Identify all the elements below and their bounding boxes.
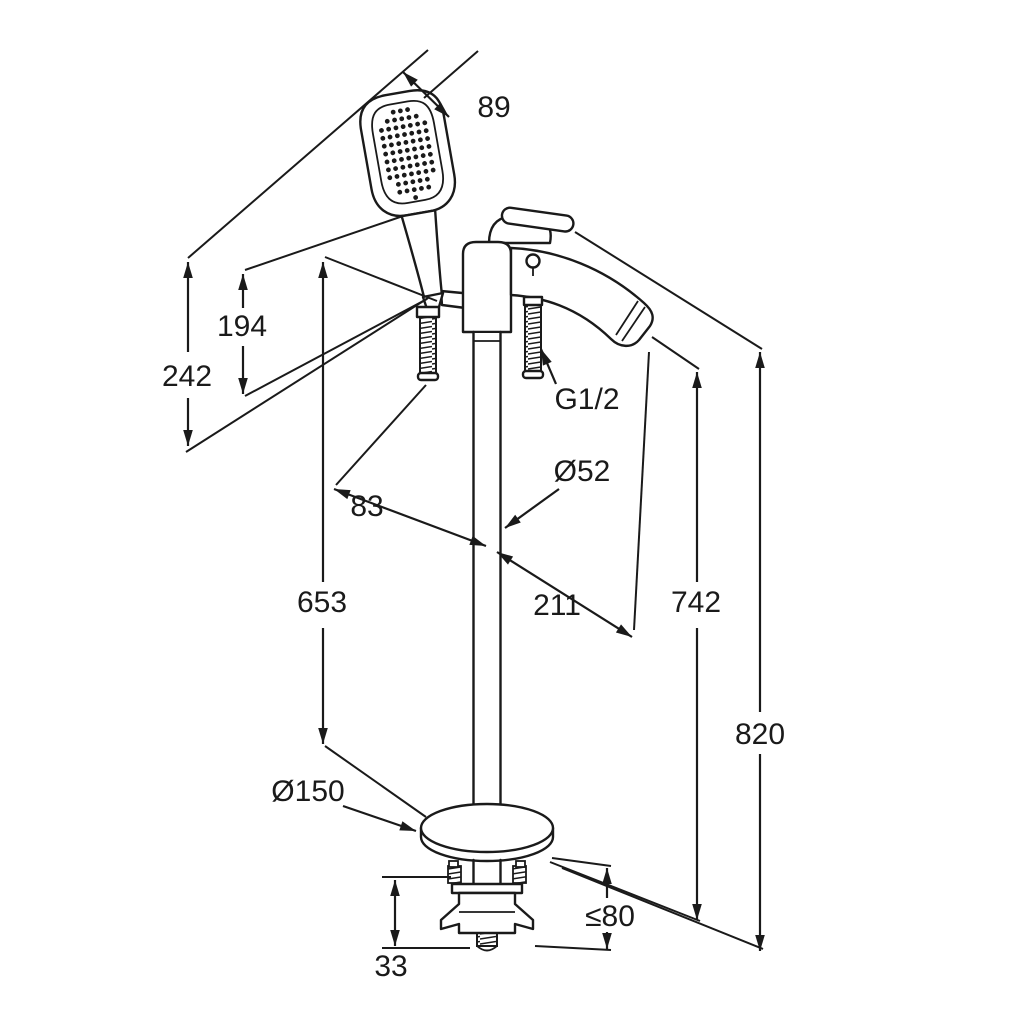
- connection-hose-thread: [524, 304, 542, 372]
- dim-max-mounting-depth: ≤80: [534, 857, 635, 951]
- dim-spout-height-label: 742: [671, 586, 721, 619]
- mounting-clamp: [439, 891, 535, 935]
- mixer-body: [461, 240, 513, 334]
- shower-hose-collar: [415, 305, 441, 319]
- dim-axis-offset: 83: [333, 384, 487, 548]
- shower-handle: [400, 209, 444, 299]
- dim-axis-offset-label: 83: [350, 490, 383, 523]
- dim-head-width-label: 89: [477, 91, 510, 124]
- dim-spout-reach: 211: [496, 351, 650, 638]
- hand-shower: [359, 89, 457, 299]
- shower-spray-face: [371, 99, 444, 205]
- connection-hose-collar: [522, 295, 544, 307]
- dim-flange-height: 33: [374, 876, 470, 983]
- diverter-button: [525, 253, 541, 269]
- dim-flange-height-label: 33: [374, 950, 407, 983]
- spout: [509, 246, 654, 348]
- dim-connection-thread-label: G1/2: [554, 383, 619, 416]
- mounting-bolt-left: [447, 865, 462, 884]
- dim-handle-length-label: 194: [217, 310, 267, 343]
- dim-hand-shower-length: 242: [162, 262, 429, 453]
- dim-total-height: 820: [561, 231, 785, 951]
- dim-connection-thread: G1/2: [539, 348, 620, 416]
- mounting-stud-cap: [476, 945, 498, 952]
- base-plate: [419, 802, 555, 854]
- aerator-lines: [615, 300, 646, 342]
- mounting-bolt-right: [512, 865, 527, 884]
- dim-base-plate-diameter: Ø150: [271, 775, 417, 833]
- spray-nozzle-dots: [379, 107, 436, 200]
- column-mask: [474, 333, 500, 811]
- column-below-plate: [472, 858, 502, 886]
- dim-hand-shower-length-label: 242: [162, 360, 212, 393]
- dim-spout-height: 742: [549, 336, 721, 922]
- dim-holder-height: 653: [297, 256, 438, 818]
- mounting-bolt-right-cap: [515, 860, 526, 868]
- dim-column-diameter: Ø52: [504, 455, 611, 529]
- shower-hose-thread: [419, 316, 437, 374]
- connection-hose-end-cap: [521, 369, 545, 380]
- mounting-stud: [476, 932, 498, 947]
- shower-hose-end-cap: [416, 371, 440, 382]
- dim-column-diameter-label: Ø52: [554, 455, 611, 488]
- dim-head-width: 89: [187, 49, 511, 259]
- dim-spout-reach-label: 211: [533, 589, 581, 622]
- dim-max-mounting-depth-label: ≤80: [585, 900, 635, 933]
- dim-handle-length: 194: [217, 215, 428, 397]
- mounting-bolt-left-cap: [448, 860, 459, 868]
- dim-base-plate-diameter-label: Ø150: [271, 775, 344, 808]
- dim-holder-height-label: 653: [297, 586, 347, 619]
- lever-handle: [500, 206, 575, 233]
- dim-total-height-label: 820: [735, 718, 785, 751]
- mounting-flange: [450, 882, 524, 895]
- shower-head: [359, 89, 457, 218]
